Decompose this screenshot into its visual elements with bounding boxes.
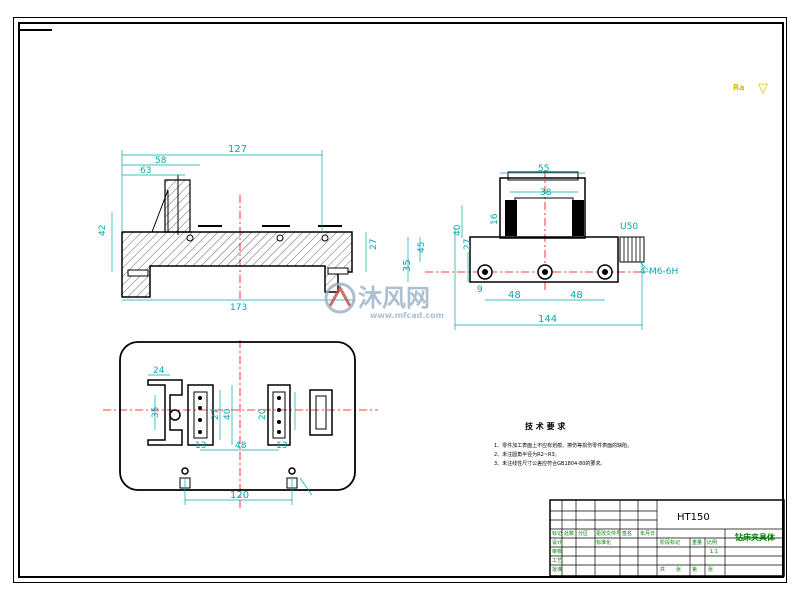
side-jaw-right <box>572 200 584 236</box>
side-base <box>469 236 619 283</box>
title-drawing-name: 钻床夹具体 <box>735 532 776 542</box>
dim-27-front: 27 <box>369 239 379 250</box>
tb-cell-3: 更改文件号 <box>596 530 621 537</box>
tb-cell-11: 审核 <box>552 548 562 555</box>
callout-thread: 4-M6-6H <box>640 267 678 277</box>
front-hole-a <box>186 234 194 242</box>
top-left-block-inner <box>193 391 208 439</box>
watermark-brand: 沐风网 <box>358 284 430 312</box>
tb-cell-16: 第 <box>692 566 697 573</box>
top-mid-block <box>267 384 291 446</box>
dim-42: 42 <box>98 225 108 236</box>
side-view: 55 38 16 40 45 27 35 48 48 144 9 4-M6-6H… <box>402 164 678 330</box>
watermark: 沐风网 www.mfcad.com <box>324 282 444 320</box>
roughness-symbol-b: ▽ <box>758 81 768 96</box>
drawing-border-inner <box>18 22 784 578</box>
tb-cell-4: 签名 <box>622 530 632 537</box>
top-hole-left <box>181 467 189 475</box>
dim-45: 45 <box>417 242 427 253</box>
tb-cell-17: 张 <box>708 566 713 573</box>
top-view: 24 35 27 40 48 20 120 13 13 <box>103 340 378 510</box>
top-left-pivot <box>169 409 181 421</box>
dim-127: 127 <box>228 144 247 155</box>
side-hole-mid-core <box>542 269 548 275</box>
title-material: HT150 <box>677 512 710 523</box>
roughness-symbol-a: Ra <box>733 83 745 92</box>
tb-cell-9: 重量 <box>692 539 702 546</box>
dim-24: 24 <box>153 366 165 376</box>
callout-phi: U50 <box>620 222 638 232</box>
title-block: HT150 钻床夹具体 标记 处数 分区 更改文件号 签名 年月日 设计 标准化… <box>549 499 785 577</box>
tech-requirements: 技 术 要 求 1、零件加工表面上不应有划痕、擦伤等损伤零件表面的缺陷。 2、未… <box>494 421 632 467</box>
dim-20: 20 <box>258 408 268 420</box>
tb-cell-2: 分区 <box>578 530 588 537</box>
side-jaw-left <box>505 200 517 236</box>
watermark-url: www.mfcad.com <box>370 311 444 320</box>
front-rib <box>151 189 169 233</box>
side-hole-left-core <box>482 269 488 275</box>
tb-cell-13: 批准 <box>552 566 562 573</box>
tb-cell-15: 张 <box>676 566 681 573</box>
dim-48-b: 48 <box>570 290 583 301</box>
dim-58: 58 <box>155 156 167 166</box>
tb-cell-12: 工艺 <box>552 558 562 564</box>
top-plate <box>119 341 356 491</box>
dim-27-side: 27 <box>463 239 473 250</box>
dim-144: 144 <box>538 314 557 325</box>
dim-63: 63 <box>140 166 151 176</box>
drawing-border-outer <box>13 17 787 583</box>
tb-cell-5: 年月日 <box>640 530 655 537</box>
dim-13-b: 13 <box>276 441 287 451</box>
top-hole-right <box>288 467 296 475</box>
dim-48-a: 48 <box>508 290 521 301</box>
dim-16: 16 <box>490 213 500 225</box>
tb-cell-8: 阶段标记 <box>660 539 680 546</box>
dim-40: 40 <box>453 224 463 236</box>
dim-40-top: 40 <box>223 408 233 420</box>
top-left-bracket <box>147 379 183 446</box>
dim-55: 55 <box>538 164 549 174</box>
dim-35-top: 35 <box>151 407 161 418</box>
dim-9: 9 <box>477 285 483 295</box>
tech-item-2: 2、未注圆角半径为R2~R3。 <box>494 451 560 458</box>
watermark-logo-icon <box>324 282 356 314</box>
dim-173: 173 <box>230 303 247 313</box>
front-hole-c <box>321 234 329 242</box>
tb-cell-7: 标准化 <box>596 539 611 546</box>
front-body-section <box>121 231 353 298</box>
top-left-block <box>187 384 214 446</box>
tb-cell-6: 设计 <box>552 539 562 546</box>
dim-27-top: 27 <box>211 409 221 420</box>
top-right-block <box>309 389 333 436</box>
tb-cell-0: 标记 <box>552 530 562 537</box>
side-hole-right-core <box>602 269 608 275</box>
dim-120: 120 <box>230 490 249 501</box>
tb-cell-18: 1:1 <box>710 549 718 555</box>
side-window <box>514 197 574 239</box>
front-slot-right <box>327 267 349 275</box>
tb-cell-14: 共 <box>660 566 665 573</box>
side-top-cap <box>507 171 579 181</box>
dim-48-top: 48 <box>235 441 247 451</box>
front-slot-left <box>127 269 149 277</box>
tb-cell-10: 比例 <box>707 539 717 546</box>
dim-38: 38 <box>540 188 552 198</box>
tech-item-3: 3、未注线性尺寸公差应符合GB1804-80的要求。 <box>494 460 605 467</box>
watermark-logo-mark <box>328 284 352 307</box>
dim-35: 35 <box>402 259 413 272</box>
top-right-block-inner <box>315 395 327 430</box>
tech-heading: 技 术 要 求 <box>525 421 566 431</box>
dim-13-a: 13 <box>195 441 206 451</box>
tb-cell-1: 处数 <box>564 530 574 537</box>
top-mid-block-inner <box>272 391 286 439</box>
front-view: 127 58 63 42 27 173 <box>98 144 379 313</box>
front-hole-b <box>276 234 284 242</box>
tech-item-1: 1、零件加工表面上不应有划痕、擦伤等损伤零件表面的缺陷。 <box>494 442 632 449</box>
